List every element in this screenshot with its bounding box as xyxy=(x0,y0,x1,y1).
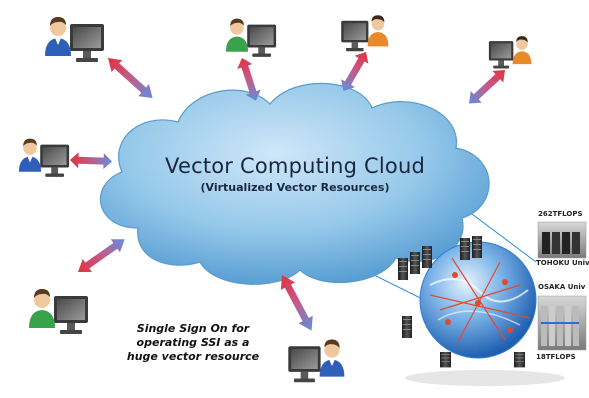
user-top-left-icon xyxy=(45,17,104,62)
arrow-user-top-left xyxy=(102,52,158,105)
supercomputer-tohoku-performance: 262TFLOPS xyxy=(538,210,583,218)
arrow-user-top-right xyxy=(463,64,511,110)
user-top-center-icon xyxy=(225,18,277,57)
vector-computing-cloud xyxy=(99,82,490,285)
user-bottom-left-icon xyxy=(29,289,88,334)
supercomputer-osaka-performance: 18TFLOPS xyxy=(536,353,576,361)
supercomputer-osaka-name: OSAKA Univ xyxy=(538,283,586,291)
single-sign-on-caption: Single Sign On for operating SSI as a hu… xyxy=(126,322,260,363)
cloud-subtitle: (Virtualized Vector Resources) xyxy=(200,181,390,194)
user-top-mid-icon xyxy=(341,15,389,52)
arrow-user-bottom-left xyxy=(73,232,130,279)
user-top-right-icon xyxy=(488,36,532,69)
supercomputer-tohoku-name: TOHOKU Univ xyxy=(536,259,589,267)
network-globe-icon xyxy=(405,241,565,386)
user-mid-left-icon xyxy=(18,138,70,177)
cloud-title: Vector Computing Cloud xyxy=(165,154,425,178)
supercomputer-osaka-photo xyxy=(537,295,587,351)
arrow-user-mid-left xyxy=(69,152,113,170)
user-bottom-center-icon xyxy=(288,339,345,383)
supercomputer-tohoku-photo xyxy=(537,221,587,259)
